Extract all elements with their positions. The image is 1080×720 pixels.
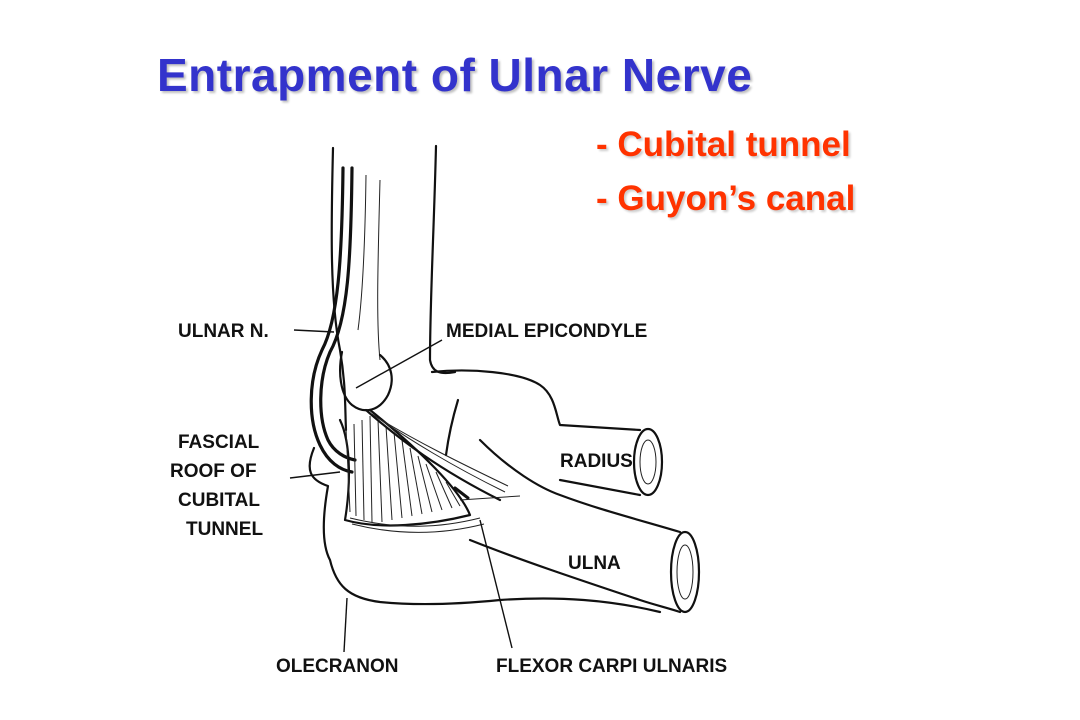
radius-outline	[430, 369, 664, 497]
label-fascial-roof-line3: CUBITAL	[178, 490, 260, 511]
ulnar-nerve-line	[309, 166, 367, 474]
label-flexor-carpi-ulnaris: FLEXOR CARPI ULNARIS	[496, 656, 727, 677]
label-fascial-roof-line1: FASCIAL	[178, 432, 260, 453]
fascial-roof-hatching	[338, 408, 472, 527]
label-medial-epicondyle: MEDIAL EPICONDYLE	[446, 321, 647, 342]
label-radius: RADIUS	[560, 451, 633, 472]
slide-title: Entrapment of Ulnar Nerve	[157, 49, 753, 101]
label-olecranon: OLECRANON	[276, 656, 398, 677]
medial-epicondyle-outline	[339, 350, 393, 412]
leader-lines	[289, 329, 513, 653]
ulna-outline	[468, 438, 701, 614]
label-ulna: ULNA	[568, 553, 621, 574]
subitem-cubital-tunnel: - Cubital tunnel	[596, 125, 851, 164]
olecranon-outline	[308, 446, 662, 614]
label-ulnar-nerve: ULNAR N.	[178, 321, 269, 342]
subitem-guyons-canal: - Guyon’s canal	[596, 179, 856, 218]
label-fascial-roof-line4: TUNNEL	[186, 519, 263, 540]
label-fascial-roof-line2: ROOF OF	[170, 461, 257, 482]
flexor-carpi-ulnaris-bands	[349, 408, 521, 533]
